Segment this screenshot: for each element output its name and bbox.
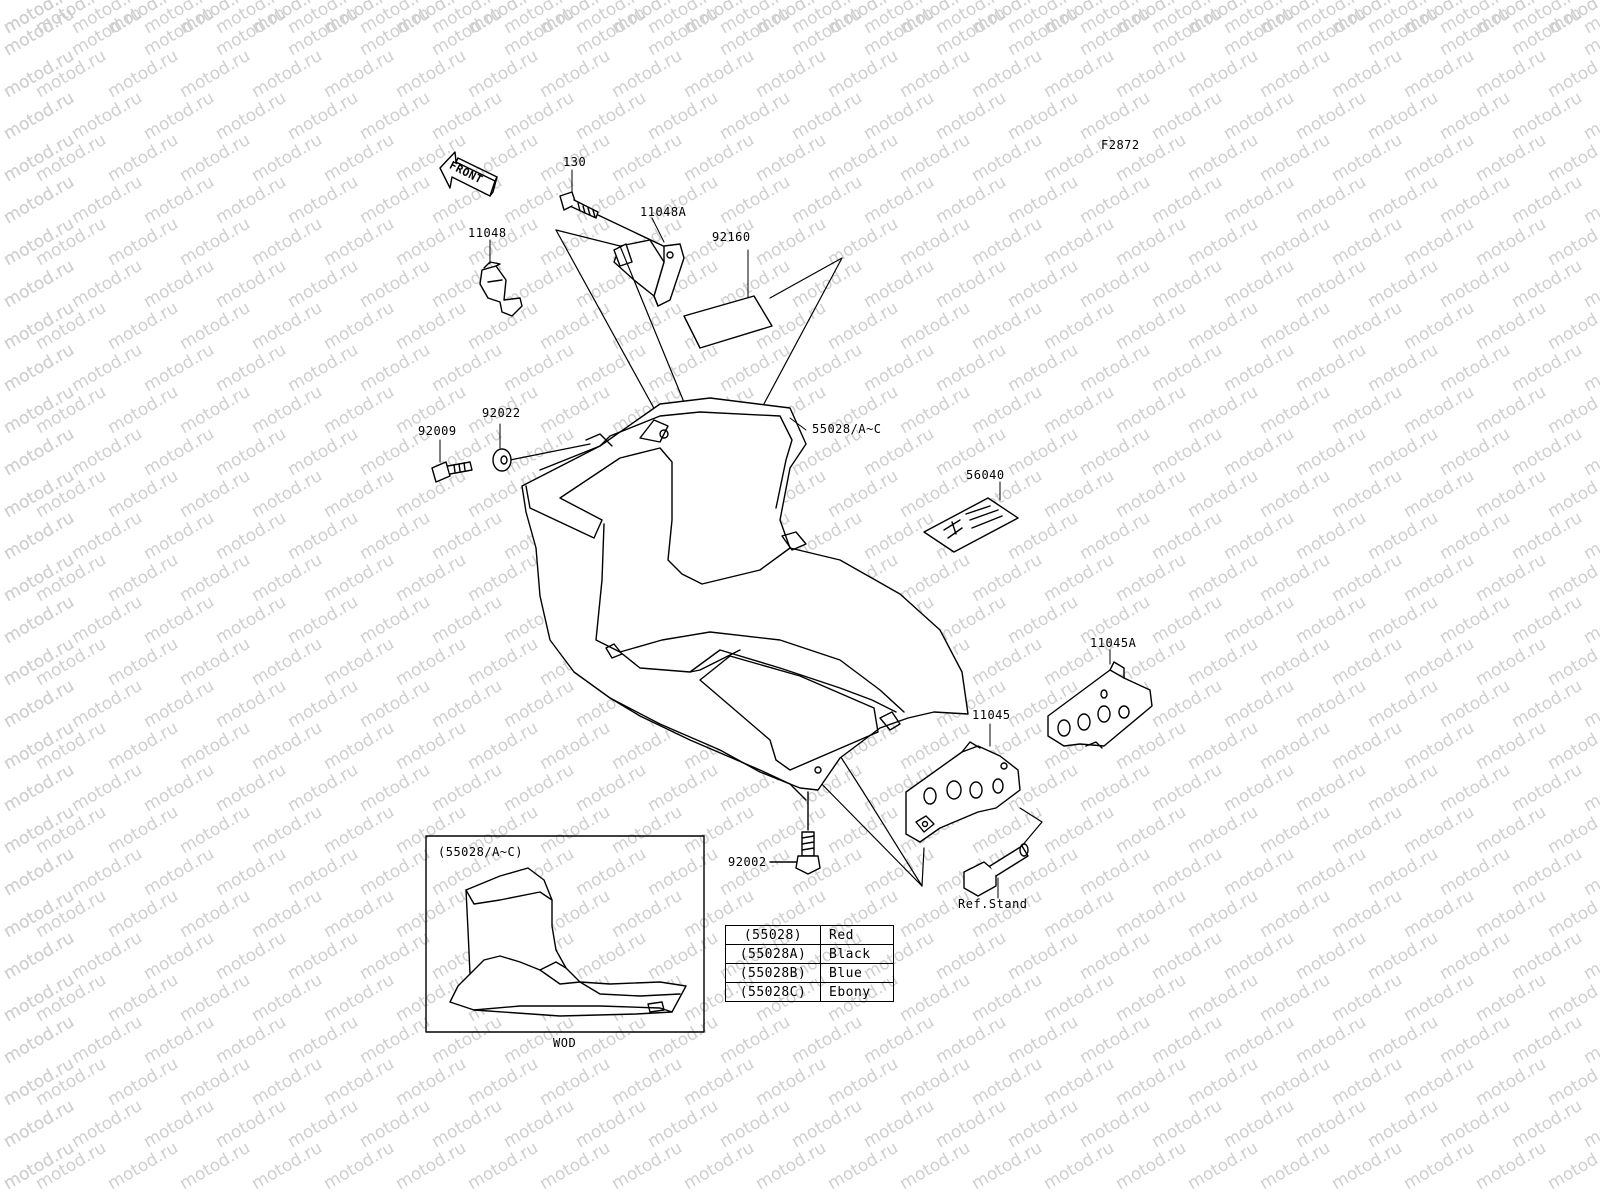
- color-code-cell: (55028B): [725, 963, 821, 983]
- inset-title: (55028/A~C): [438, 845, 523, 859]
- table-row: (55028A) Black: [725, 944, 894, 964]
- part-label-ref-stand: Ref.Stand: [958, 897, 1028, 911]
- washer-92022: [492, 448, 512, 472]
- table-row: (55028B) Blue: [725, 963, 894, 983]
- bolt-130: [559, 191, 677, 253]
- part-label-55028: 55028/A~C: [812, 422, 882, 436]
- label-56040: [923, 497, 1019, 553]
- part-label-92009: 92009: [418, 424, 457, 438]
- sticker-92160: [683, 295, 773, 349]
- stand-bolt: [963, 843, 1029, 897]
- color-name-cell: Black: [820, 944, 894, 964]
- color-name-cell: Ebony: [820, 982, 894, 1002]
- part-label-92022: 92022: [482, 406, 521, 420]
- part-label-11045A: 11045A: [1090, 636, 1137, 650]
- color-name-cell: Red: [820, 925, 894, 945]
- figure-code: F2872: [1101, 138, 1140, 152]
- table-row: (55028C) Ebony: [725, 982, 894, 1002]
- part-label-11048: 11048: [468, 226, 507, 240]
- front-arrow-icon: [439, 151, 498, 197]
- color-code-cell: (55028C): [725, 982, 821, 1002]
- bracket-11048A: [613, 239, 685, 307]
- clip-11048: [479, 261, 523, 317]
- color-code-cell: (55028A): [725, 944, 821, 964]
- stay-11045: [905, 741, 1021, 843]
- part-label-11048A: 11048A: [640, 205, 687, 219]
- table-row: (55028) Red: [725, 925, 894, 945]
- color-table: (55028) Red (55028A) Black (55028B) Blue…: [725, 925, 894, 1002]
- part-label-56040: 56040: [966, 468, 1005, 482]
- bolt-92002: [769, 791, 821, 875]
- label-leaders: [439, 169, 1111, 899]
- color-code-cell: (55028): [725, 925, 821, 945]
- part-label-130: 130: [563, 155, 587, 169]
- color-name-cell: Blue: [820, 963, 894, 983]
- part-label-11045: 11045: [972, 708, 1011, 722]
- under-cowl-55028: [521, 397, 969, 801]
- inset-box: [425, 835, 705, 1033]
- part-label-92002: 92002: [728, 855, 767, 869]
- inset-caption: WOD: [553, 1036, 577, 1050]
- part-label-92160: 92160: [712, 230, 751, 244]
- stay-11045A: [1047, 661, 1153, 749]
- bolt-92009: [431, 461, 473, 483]
